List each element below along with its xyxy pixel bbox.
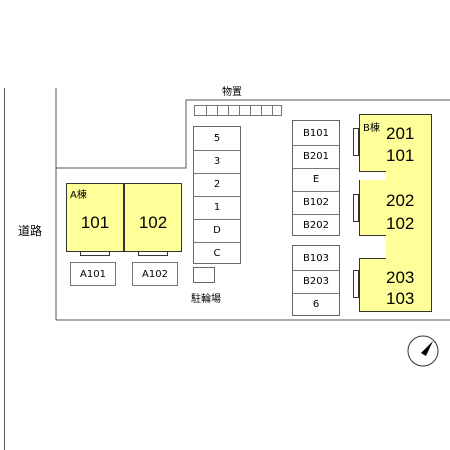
parking-slot: B201 [293,145,339,169]
parking-slot: B103 [293,246,339,271]
building-a-name: A棟 [70,190,87,201]
unit-number: 201 [386,124,415,143]
building-b-entrance [353,194,359,222]
building-b-entrance [353,128,359,156]
unit-number: 101 [386,146,415,165]
bicycle-parking-box [193,267,215,283]
building-a-entrance [80,251,110,256]
parking-slot-a102: A102 [132,262,178,286]
parking-b-stack-lower: B103 B203 6 [292,245,340,316]
building-b-connector [386,170,432,181]
north-arrow-icon [407,335,439,367]
unit-number: 202 [386,191,415,210]
building-a-entrance [138,251,168,256]
unit-number: 203 [386,268,415,287]
building-b-unit-201-101: B棟 201 101 [359,114,432,172]
parking-slot: 6 [312,299,320,310]
road-label: 道路 [17,224,42,238]
parking-slot: 1 [194,196,240,220]
parking-slot: 3 [194,150,240,174]
building-b-connector [386,235,432,259]
building-b-entrance [353,270,359,298]
parking-slot: C [213,247,221,259]
unit-number: 101 [80,213,110,232]
storage-shed [194,105,282,116]
road-edge-line [4,88,5,450]
parking-slot: E [293,168,339,192]
unit-number: 102 [138,213,168,232]
bicycle-parking-label: 駐輪場 [191,294,221,305]
building-b-name: B棟 [363,123,380,134]
parking-center-stack: 5 3 2 1 D C [193,126,241,264]
parking-b-stack-upper: B101 B201 E B102 B202 [292,120,340,236]
parking-slot: B202 [303,219,329,231]
unit-number: 103 [386,289,415,308]
parking-slot-a101: A101 [70,262,116,286]
parking-slot: 2 [194,173,240,197]
parking-slot: B203 [293,270,339,294]
building-b-unit-203-103: 203 103 [359,258,432,312]
parking-slot: B102 [293,191,339,215]
parking-slot: B101 [293,121,339,146]
parking-slot: D [194,219,240,243]
storage-label: 物置 [222,87,242,98]
building-b-unit-202-102: 202 102 [359,180,432,236]
unit-number: 102 [386,214,415,233]
parking-slot: 5 [194,127,240,151]
building-a-unit-102: 102 [124,183,182,252]
building-a-unit-101: A棟 101 [66,183,124,252]
